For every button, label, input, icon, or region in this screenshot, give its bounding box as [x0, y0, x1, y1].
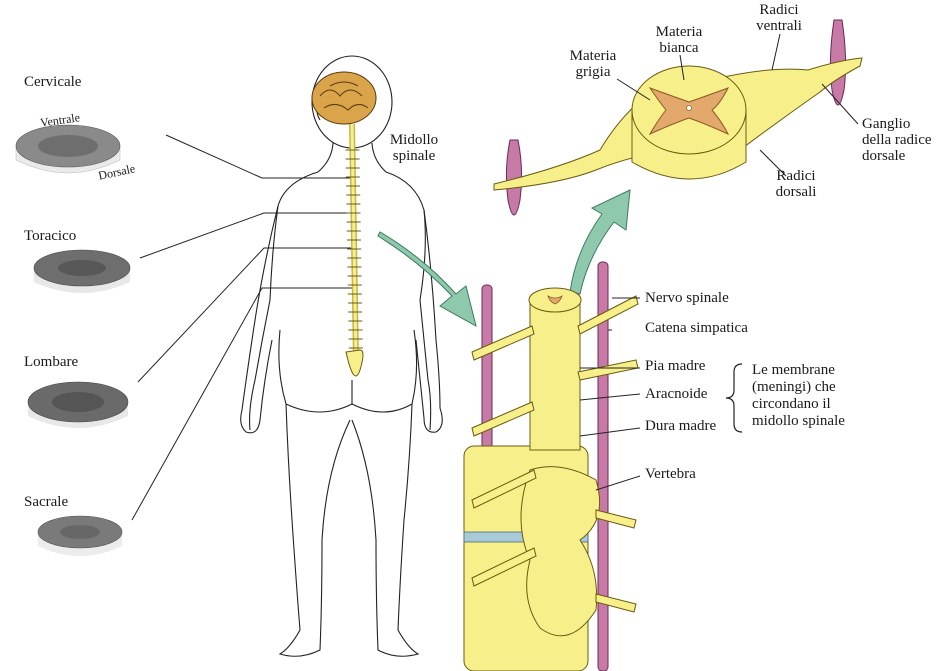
spinal-column-in-body — [345, 124, 363, 376]
sacral-section-image — [38, 516, 122, 556]
dorsal-roots-label: Radici dorsali — [766, 168, 826, 200]
spinal-nerve-label: Nervo spinale — [645, 290, 729, 306]
zoom-arrow-to-column — [378, 232, 476, 326]
meninges-note: Le membrane (meningi) che circondano il … — [752, 362, 845, 430]
vertebra-label: Vertebra — [645, 466, 696, 482]
meninges-brace — [726, 364, 742, 432]
ventral-roots-label: Radici ventrali — [748, 2, 810, 34]
spinal-cord-label: Midollo spinale — [384, 132, 444, 164]
dorsal-root-ganglion-label: Ganglio della radice dorsale — [862, 116, 932, 164]
sympathetic-chain-label: Catena simpatica — [645, 320, 748, 336]
spinal-cord-column — [529, 288, 581, 450]
lumbar-section-image — [28, 382, 128, 428]
pia-mater-label: Pia madre — [645, 358, 705, 374]
thoracic-section-image — [34, 250, 130, 293]
cervical-label: Cervicale — [24, 74, 81, 90]
section-leader-lines — [132, 135, 352, 520]
gray-matter-label: Materia grigia — [562, 48, 624, 80]
thoracic-label: Toracico — [24, 228, 76, 244]
dura-mater-label: Dura madre — [645, 418, 716, 434]
arachnoid-label: Aracnoide — [645, 386, 707, 402]
white-matter-label: Materia bianca — [648, 24, 710, 56]
cord-cross-section — [632, 66, 746, 179]
sacral-label: Sacrale — [24, 494, 68, 510]
lumbar-label: Lombare — [24, 354, 78, 370]
brain-illustration — [312, 72, 376, 124]
